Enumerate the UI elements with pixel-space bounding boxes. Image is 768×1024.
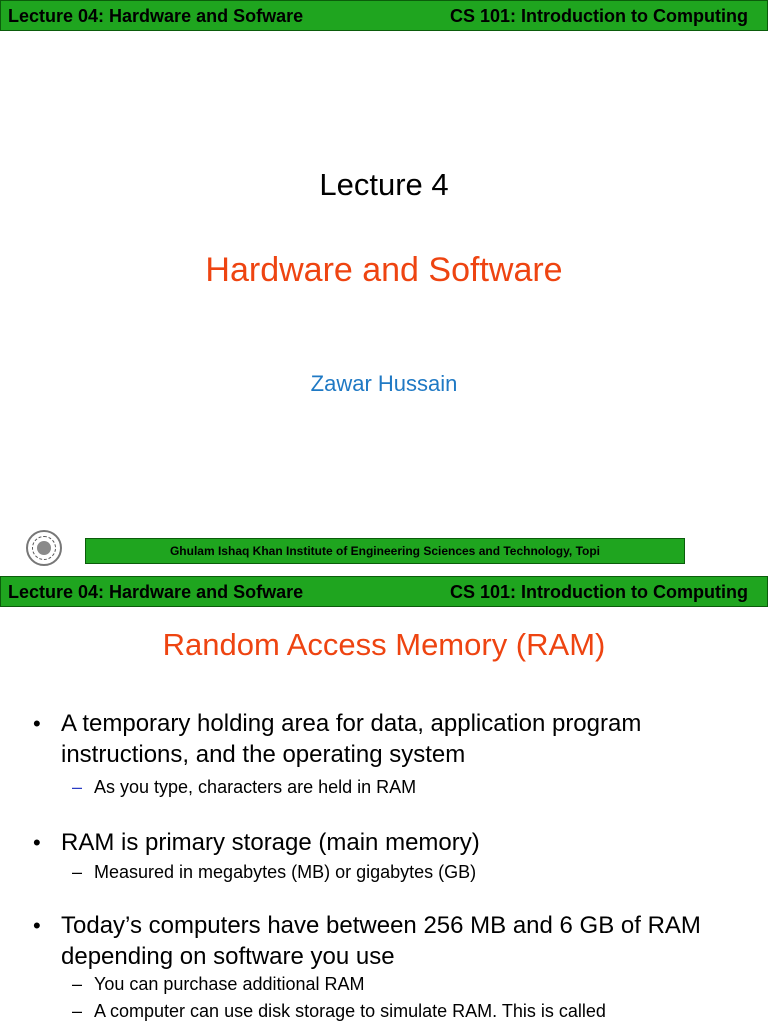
bullet-text: RAM is primary storage (main memory) bbox=[61, 829, 480, 856]
slide-title: Hardware and Software bbox=[205, 251, 563, 289]
sub-bullet-text: As you type, characters are held in RAM bbox=[94, 777, 417, 797]
sub-bullet-text: A computer can use disk storage to simul… bbox=[94, 1001, 606, 1021]
header-course-label: CS 101: Introduction to Computing bbox=[450, 6, 748, 26]
slide-title: Random Access Memory (RAM) bbox=[162, 627, 606, 662]
bullet-icon: • bbox=[33, 711, 41, 736]
dash-icon: – bbox=[72, 862, 83, 882]
bullet-text: Today’s computers have between 256 MB an… bbox=[61, 912, 701, 970]
sub-bullet-text: You can purchase additional RAM bbox=[94, 974, 365, 994]
bullet-text: A temporary holding area for data, appli… bbox=[61, 710, 642, 768]
author-name: Zawar Hussain bbox=[310, 371, 458, 396]
lecture-number: Lecture 4 bbox=[319, 167, 449, 202]
institute-footer: Ghulam Ishaq Khan Institute of Engineeri… bbox=[85, 538, 685, 564]
title-slide: Lecture 04: Hardware and Sofware CS 101:… bbox=[0, 0, 768, 566]
header-lecture-label: Lecture 04: Hardware and Sofware bbox=[8, 6, 304, 26]
dash-icon: – bbox=[72, 1001, 83, 1021]
sub-bullet-text: Measured in megabytes (MB) or gigabytes … bbox=[94, 862, 477, 882]
header-course-label: CS 101: Introduction to Computing bbox=[450, 582, 748, 602]
bullet-icon: • bbox=[33, 830, 41, 855]
dash-icon: – bbox=[72, 777, 83, 797]
institute-seal-icon bbox=[26, 530, 62, 566]
slide-header: Lecture 04: Hardware and Sofware CS 101:… bbox=[0, 0, 768, 31]
slide-header: Lecture 04: Hardware and Sofware CS 101:… bbox=[0, 576, 768, 607]
bullet-icon: • bbox=[33, 913, 41, 938]
header-lecture-label: Lecture 04: Hardware and Sofware bbox=[8, 582, 304, 602]
content-slide: Lecture 04: Hardware and Sofware CS 101:… bbox=[0, 576, 768, 1024]
dash-icon: – bbox=[72, 974, 83, 994]
